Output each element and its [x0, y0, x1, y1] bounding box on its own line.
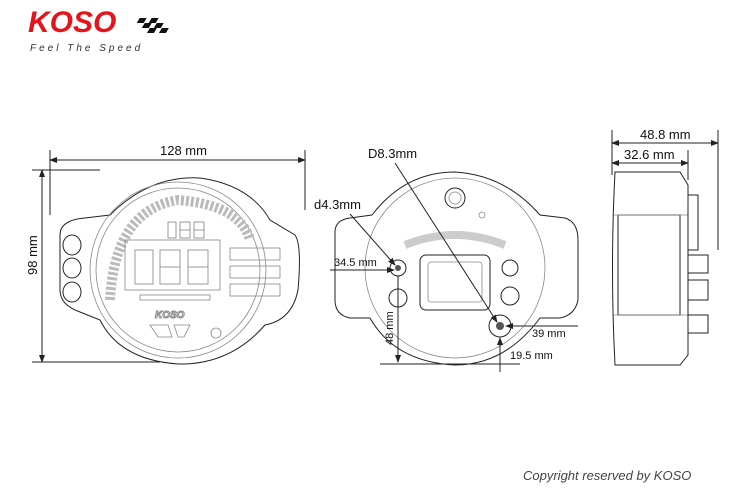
- vertical-label: 48 mm: [384, 311, 396, 345]
- bolt-diameter-label: D8.3mm: [368, 146, 417, 161]
- small-digits: [167, 221, 205, 239]
- checkered-flag-icon: [136, 18, 169, 33]
- buttons: [62, 234, 82, 303]
- dial-logo: KOSO: [155, 310, 185, 321]
- offset-label: 34.5 mm: [334, 257, 377, 269]
- front-view: 128 mm 98 mm KOSO: [25, 143, 306, 365]
- copyright-text: Copyright reserved by KOSO: [523, 468, 692, 483]
- width-dimension: 128 mm: [160, 143, 207, 158]
- logo-text: KOSO: [28, 6, 116, 39]
- body-depth-label: 32.6 mm: [624, 147, 675, 162]
- speed-digits: [134, 249, 209, 285]
- height-dimension: 98 mm: [25, 235, 40, 275]
- horizontal-label: 39 mm: [532, 328, 566, 340]
- bottom-offset-label: 19.5 mm: [510, 350, 553, 362]
- rear-view: D8.3mm d4.3mm 34.5 mm 48 mm 39 mm 19.5 m…: [314, 146, 579, 372]
- tagline: Feel The Speed: [30, 43, 143, 54]
- koso-logo: KOSO Feel The Speed: [28, 6, 169, 54]
- side-view: 48.8 mm 32.6 mm: [611, 127, 719, 366]
- total-depth-label: 48.8 mm: [640, 127, 691, 142]
- hole-diameter-label: d4.3mm: [314, 197, 361, 212]
